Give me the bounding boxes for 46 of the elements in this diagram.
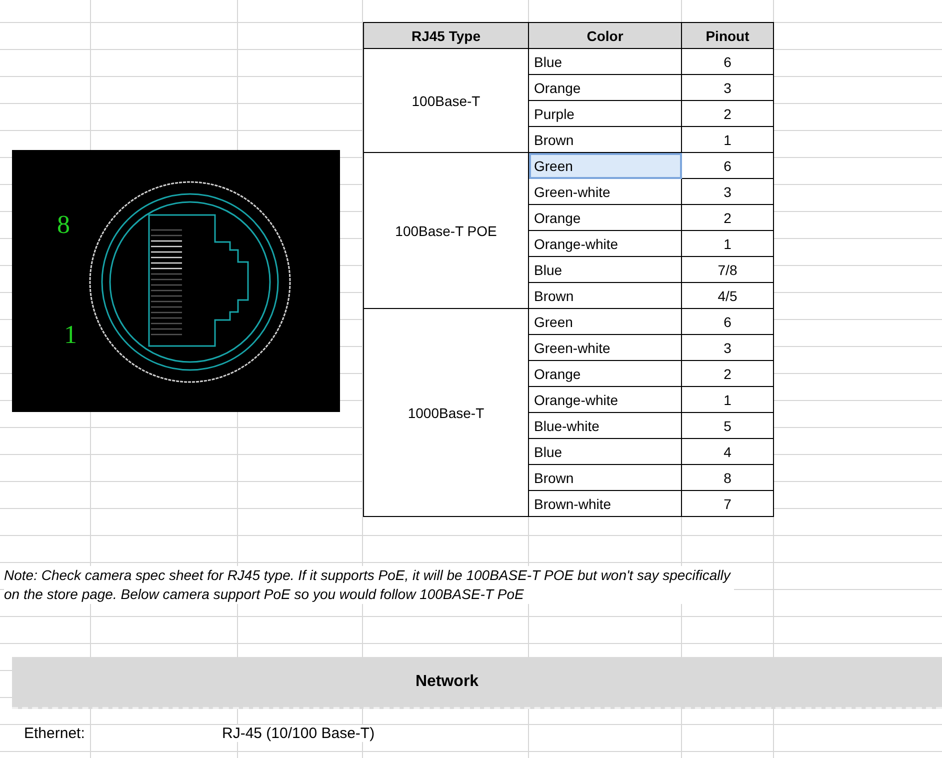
table-cell: Green [528, 152, 682, 178]
table-cell: 4 [682, 438, 774, 464]
table-cell: 6 [682, 152, 774, 178]
table-cell: 7/8 [682, 256, 774, 282]
table-cell: Blue [528, 48, 682, 74]
section-header-band: Network [12, 657, 942, 709]
table-cell: Purple [528, 100, 682, 126]
table-cell: Orange-white [528, 386, 682, 412]
column-header: Pinout [682, 22, 774, 48]
note-text: Note: Check camera spec sheet for RJ45 type. If it supports PoE, it will be 100BASE-T POE but won't say specifically on the store page. Below camera support PoE so you would follow 100BASE-T PoE [4, 566, 734, 604]
table-cell: Orange [528, 360, 682, 386]
table-cell: 2 [682, 360, 774, 386]
table-cell: 1 [682, 126, 774, 152]
table-cell: Blue [528, 256, 682, 282]
table-cell: 6 [682, 48, 774, 74]
table-cell: 1 [682, 230, 774, 256]
table-cell: 1 [682, 386, 774, 412]
table-cell: Orange [528, 74, 682, 100]
table-cell: 3 [682, 334, 774, 360]
table-cell: Green-white [528, 178, 682, 204]
spec-value: RJ-45 (10/100 Base-T) [222, 725, 375, 742]
table-cell: Green [528, 308, 682, 334]
table-cell: Orange-white [528, 230, 682, 256]
table-cell: Brown-white [528, 490, 682, 516]
table-cell: Green-white [528, 334, 682, 360]
table-cell: 100Base-T [364, 48, 528, 152]
column-header: RJ45 Type [364, 22, 528, 48]
column-header: Color [528, 22, 682, 48]
table-cell: 2 [682, 100, 774, 126]
table-cell: 4/5 [682, 282, 774, 308]
table-cell: Orange [528, 204, 682, 230]
table-cell: 7 [682, 490, 774, 516]
table-cell: Blue-white [528, 412, 682, 438]
table-cell: Brown [528, 464, 682, 490]
table-cell: 2 [682, 204, 774, 230]
table-cell: 5 [682, 412, 774, 438]
table-cell: 3 [682, 178, 774, 204]
pin-number: 1 [64, 320, 77, 350]
pin-number: 8 [57, 210, 70, 240]
table-cell: 8 [682, 464, 774, 490]
table-cell: 100Base-T POE [364, 152, 528, 308]
table-cell: Blue [528, 438, 682, 464]
table-cell: 1000Base-T [364, 308, 528, 516]
table-cell: 3 [682, 74, 774, 100]
table-cell: Brown [528, 282, 682, 308]
table-cell: 6 [682, 308, 774, 334]
